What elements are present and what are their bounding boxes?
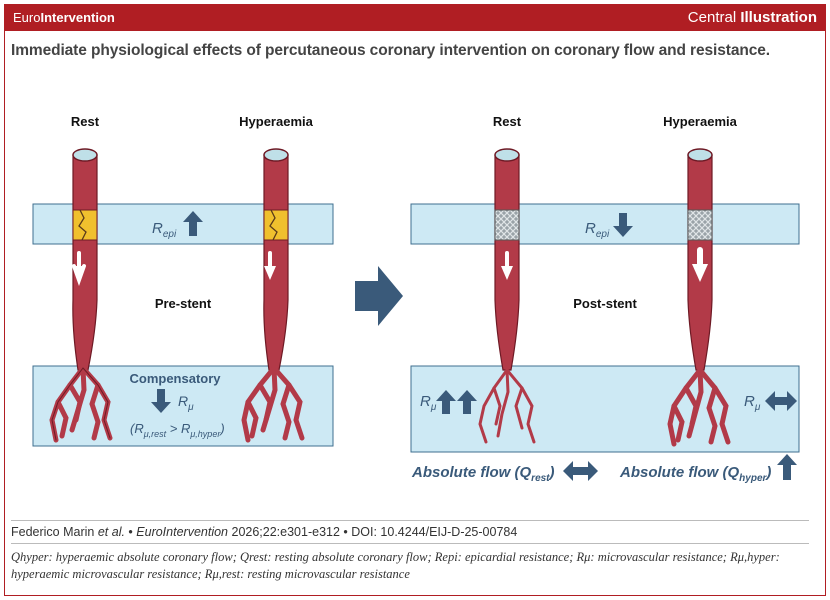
vessel-rest-pre [49,148,113,443]
repi-symbol-left: R [152,220,163,237]
illustration-canvas: Rest Hyperaemia Repi Pre-stent Compensat… [32,114,800,484]
arrow-up-icon [183,211,203,236]
svg-text:Rμ: Rμ [178,393,194,413]
left-panel: Rest Hyperaemia Repi Pre-stent Compensat… [32,114,334,447]
epicardial-band-right [410,203,800,245]
citation-line: Federico Marin et al. • EuroIntervention… [11,520,809,544]
central-illustration-label: Central Illustration [688,9,817,26]
resistance-relation: (Rμ,rest > Rμ,hyper) [130,421,225,439]
arrow-up-icon [436,390,456,414]
header-bar: EuroIntervention Central Illustration [5,5,825,31]
vessel-hyper-post [667,148,731,447]
brand-bold-text: Intervention [40,10,115,25]
citation-etal: et al. [97,525,125,539]
arrow-up-icon [457,390,477,414]
central-light-text: Central [687,9,741,26]
microvascular-band-right [410,365,800,453]
svg-text:Repi: Repi [585,220,610,240]
repi-down-indicator: Repi [585,213,633,240]
brand-light-text: Euro [13,10,41,25]
citation-separator: • [124,525,137,539]
central-bold-text: Illustration [740,9,817,26]
citation-details: 2026;22:e301-e312 • DOI: 10.4244/EIJ-D-2… [228,525,518,539]
journal-brand: EuroIntervention [13,10,115,25]
bidirectional-arrow-icon [765,391,797,411]
vessel-hyper-pre [241,148,305,443]
repi-symbol-right: R [585,220,596,237]
abbreviation-legend: Qhyper: hyperaemic absolute coronary flo… [11,550,780,581]
rmu-label-right-rest: Rμ [420,393,437,413]
rmu-label-right-hyper: Rμ [744,393,761,413]
arrow-down-icon [151,389,171,413]
arrow-down-icon [613,213,633,237]
flow-hyper-label: Absolute flow (Qhyper) [619,464,771,484]
flow-rest-label: Absolute flow (Qrest) [411,464,555,484]
citation-journal: EuroIntervention [136,525,229,539]
label-hyper-right: Hyperaemia [663,114,737,129]
stage-label-post: Post-stent [573,296,637,311]
repi-sub-right: epi [596,229,610,240]
label-rest-right: Rest [493,114,522,129]
vessel-rest-post [478,148,536,444]
repi-sub-left: epi [163,229,177,240]
citation-author: Federico Marin [11,525,98,539]
rmu-symbol-left: R [178,393,188,409]
svg-text:Repi: Repi [152,220,177,240]
label-rest-left: Rest [71,114,100,129]
rmu-sub-left: μ [187,402,194,413]
compensatory-label: Compensatory [129,371,221,386]
bidirectional-arrow-icon [563,461,598,481]
repi-up-indicator: Repi [152,211,203,240]
arrow-up-icon [777,454,797,480]
transition-arrow-icon [355,266,403,326]
label-hyper-left: Hyperaemia [239,114,313,129]
right-panel: Rest Hyperaemia Repi Post-stent Rμ Rμ Ab… [410,114,800,484]
figure-title: Immediate physiological effects of percu… [11,42,770,59]
stage-label-pre: Pre-stent [155,296,212,311]
